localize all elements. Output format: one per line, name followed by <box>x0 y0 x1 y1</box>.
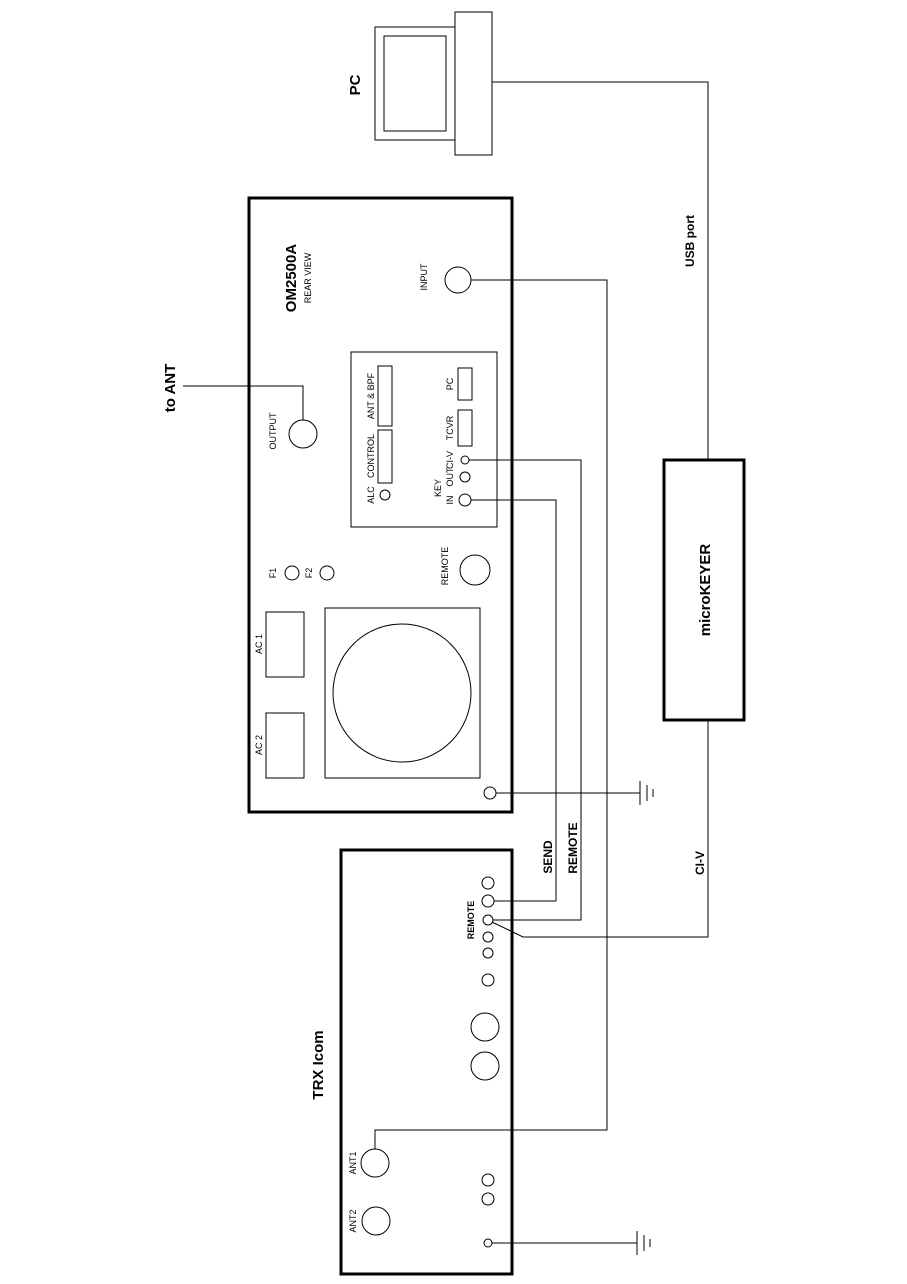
f1-fuse <box>285 566 299 580</box>
trx-jack-1 <box>482 877 494 889</box>
trx-jack-7 <box>482 1174 494 1186</box>
fan-grille <box>325 608 480 778</box>
transceiver: TRX Icom REMOTE ANT1 ANT2 <box>310 850 512 1274</box>
pc-tower <box>455 12 492 155</box>
trx-remote-jack <box>483 915 493 925</box>
trx-jack-6 <box>482 974 494 986</box>
amplifier: OM2500A REAR VIEW INPUT OUTPUT ANT & BPF… <box>249 198 512 812</box>
ac1-socket <box>266 612 304 677</box>
amplifier-ground-stud <box>484 787 496 799</box>
ant1-connector <box>361 1149 389 1177</box>
key-out-label: OUT <box>445 467 455 487</box>
transceiver-ground-icon <box>637 1231 650 1255</box>
input-connector <box>445 267 471 293</box>
alc-jack <box>380 490 390 500</box>
tcvr-connector <box>458 410 472 446</box>
trx-connector-a <box>471 1013 499 1041</box>
antenna-wire <box>183 386 303 420</box>
amplifier-ground-icon <box>640 781 653 805</box>
input-label: INPUT <box>419 263 429 291</box>
ant2-connector <box>362 1207 390 1235</box>
microkeyer: microKEYER <box>664 460 744 720</box>
trx-remote-label: REMOTE <box>466 901 476 940</box>
antenna-label: to ANT <box>162 364 179 413</box>
ac1-label: AC 1 <box>254 634 264 654</box>
output-connector <box>289 420 317 448</box>
control-label: CONTROL <box>366 434 376 478</box>
pc: PC <box>347 12 492 155</box>
f2-fuse <box>320 566 334 580</box>
microkeyer-civ-wire <box>492 720 708 937</box>
fan <box>333 624 471 762</box>
usb-wire-label: USB port <box>683 215 697 267</box>
amplifier-model: OM2500A <box>283 244 300 313</box>
trx-connector-b <box>471 1052 499 1080</box>
pc-label: PC <box>347 74 364 95</box>
f2-label: F2 <box>304 568 314 579</box>
key-in-label: IN <box>445 496 455 505</box>
transceiver-label: TRX Icom <box>310 1030 327 1099</box>
input-ant1-wire <box>375 280 607 1149</box>
ant-bpf-label: ANT & BPF <box>366 372 376 419</box>
usb-wire <box>492 82 708 460</box>
ant1-label: ANT1 <box>348 1151 358 1174</box>
key-in-jack <box>459 494 471 506</box>
ant2-label: ANT2 <box>348 1209 358 1232</box>
remote-wire-label: REMOTE <box>566 822 580 873</box>
amplifier-subtitle: REAR VIEW <box>303 252 313 303</box>
trx-jack-8 <box>482 1193 494 1205</box>
microkeyer-label: microKEYER <box>697 544 714 637</box>
civ-port-label: CI-V <box>445 451 455 469</box>
trx-jack-5 <box>483 948 493 958</box>
civ-wire-label: CI-V <box>693 851 707 875</box>
pc-monitor <box>375 27 455 140</box>
remote-connector <box>460 555 490 585</box>
transceiver-ground-stud <box>484 1239 492 1247</box>
control-connector <box>378 430 392 483</box>
civ-jack <box>461 456 469 464</box>
pc-port-label: PC <box>445 377 455 390</box>
pc-screen <box>384 36 446 131</box>
trx-jack-4 <box>483 932 493 942</box>
pc-connector <box>458 368 472 400</box>
tcvr-label: TCVR <box>445 415 455 440</box>
f1-label: F1 <box>268 568 278 579</box>
output-label: OUTPUT <box>268 412 278 450</box>
trx-send-jack <box>482 895 494 907</box>
ac2-label: AC 2 <box>254 735 264 755</box>
key-out-jack <box>460 472 470 482</box>
ac2-socket <box>266 713 304 778</box>
ant-bpf-connector <box>378 366 392 426</box>
alc-label: ALC <box>366 486 376 504</box>
key-label: KEY <box>433 479 443 497</box>
send-wire-label: SEND <box>541 840 555 874</box>
wires: USB port SEND REMOTE CI-V <box>183 82 708 1255</box>
remote-label: REMOTE <box>440 547 450 586</box>
